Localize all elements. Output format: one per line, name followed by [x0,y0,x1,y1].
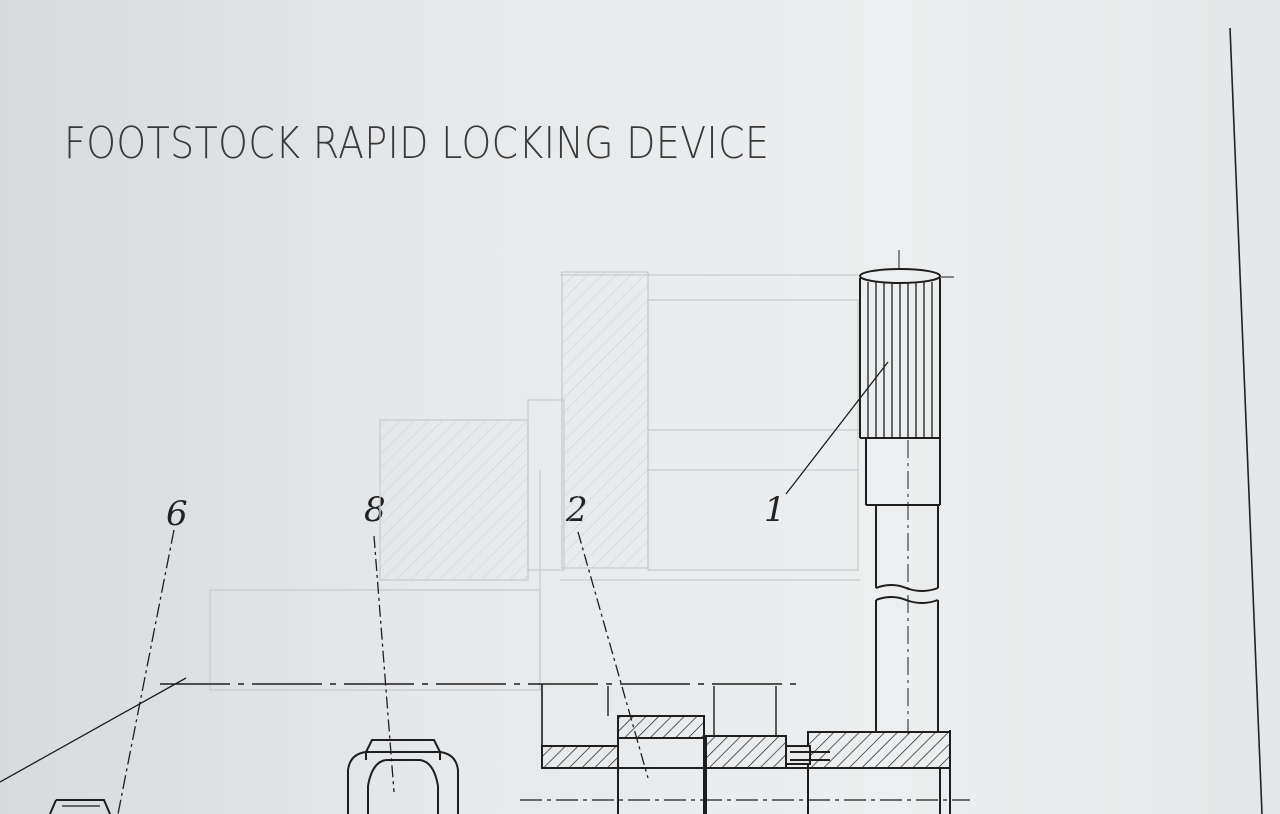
page-border-right [1229,27,1263,814]
callout-6: 6 [166,494,188,534]
drawing-title: FOOTSTOCK RAPID LOCKING DEVICE [64,118,770,169]
locking-bar [520,686,970,814]
small-nut [49,799,111,814]
faint-background-linework [209,271,860,691]
knurled-handle [859,250,954,734]
pin-block [617,715,705,814]
hex-nut [347,739,459,814]
leader-lines [0,361,889,814]
callout-1: 1 [764,490,786,530]
